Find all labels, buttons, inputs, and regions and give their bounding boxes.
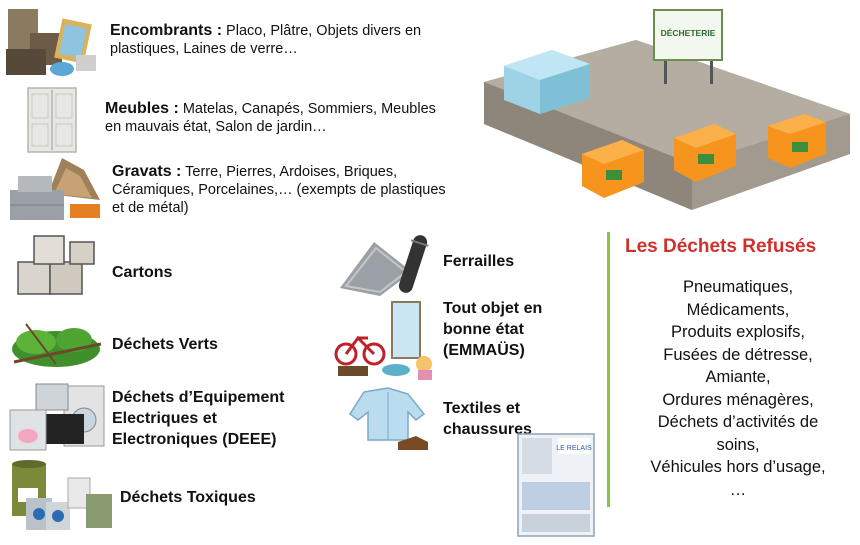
textiles-title-2: chaussures — [443, 421, 532, 438]
encombrants-text: Encombrants : Placo, Plâtre, Objets dive… — [110, 22, 421, 58]
refused-item: soins, — [716, 435, 760, 454]
refused-item: Médicaments, — [686, 300, 790, 319]
refused-list: Pneumatiques, Médicaments, Produits expl… — [618, 276, 858, 501]
decheterie-illustration: DÉCHETERIE — [484, 9, 850, 210]
decheterie-sign-text: DÉCHETERIE — [661, 28, 716, 38]
textiles-image — [348, 387, 428, 450]
emmaus-title: Tout objet en bonne état (EMMAÜS) — [443, 298, 542, 361]
relais-label: LE RELAIS — [556, 445, 592, 452]
encombrants-desc-1: Placo, Plâtre, Objets divers en — [226, 23, 422, 39]
refused-item: Produits explosifs, — [671, 323, 805, 341]
encombrants-image — [6, 9, 96, 76]
refused-item: Fusées de détresse, — [663, 345, 813, 364]
gravats-text: Gravats : Terre, Pierres, Ardoises, Briq… — [112, 163, 446, 217]
gravats-desc-1: Terre, Pierres, Ardoises, Briques, — [185, 164, 398, 180]
textiles-title: Textiles et chaussures — [443, 398, 532, 440]
ferrailles-title: Ferrailles — [443, 253, 515, 270]
emmaus-title-2: bonne état — [443, 321, 524, 338]
refused-item: Amiante, — [705, 368, 771, 386]
orange-bin — [674, 124, 736, 182]
deee-title-1: Déchets d’Equipement — [112, 389, 285, 406]
refused-item: Déchets d’activités de — [657, 413, 819, 431]
refused-divider — [607, 232, 610, 507]
emmaus-title-3: (EMMAÜS) — [443, 342, 525, 359]
orange-bin — [582, 140, 644, 198]
orange-bin — [768, 114, 826, 168]
relais-container-image: LE RELAIS — [517, 433, 595, 537]
meubles-title: Meubles : — [105, 100, 179, 117]
refused-title: Les Déchets Refusés — [625, 236, 817, 257]
meubles-desc-2: en mauvais état, Salon de jardin… — [105, 119, 327, 135]
encombrants-title: Encombrants : — [110, 22, 223, 39]
refused-item: Ordures ménagères, — [662, 390, 814, 409]
dechets-verts-image — [12, 323, 102, 367]
refused-item: Pneumatiques, — [682, 278, 794, 296]
emmaus-title-1: Tout objet en — [443, 300, 543, 317]
deee-title-2: Electriques et — [112, 410, 217, 427]
meubles-desc-1: Matelas, Canapés, Sommiers, Meubles — [182, 101, 436, 117]
sign-post-right — [710, 58, 713, 84]
cartons-image — [17, 235, 95, 295]
gravats-desc-2: Céramiques, Porcelaines,… (exempts de pl… — [112, 182, 446, 198]
dechets-toxiques-title: Déchets Toxiques — [120, 489, 256, 506]
refused-item: Véhicules hors d’usage, — [650, 458, 826, 476]
meubles-text: Meubles : Matelas, Canapés, Sommiers, Me… — [105, 100, 436, 136]
deee-title-3: Electroniques (DEEE) — [112, 431, 277, 448]
deee-image — [9, 383, 105, 451]
gravats-image — [10, 158, 100, 220]
sign-post-left — [664, 58, 667, 84]
refused-item: … — [729, 480, 747, 499]
textiles-title-1: Textiles et — [443, 400, 521, 417]
gravats-title: Gravats : — [112, 163, 182, 180]
ferrailles-image — [340, 235, 429, 296]
meubles-image — [27, 87, 77, 153]
dechets-toxiques-image — [12, 460, 112, 530]
gravats-desc-3: et de métal) — [112, 200, 189, 216]
encombrants-desc-2: plastiques, Laines de verre… — [110, 41, 298, 57]
dechets-verts-title: Déchets Verts — [112, 336, 218, 353]
emmaus-image — [334, 301, 432, 380]
cartons-title: Cartons — [112, 264, 173, 281]
deee-title: Déchets d’Equipement Electriques et Elec… — [112, 387, 284, 450]
